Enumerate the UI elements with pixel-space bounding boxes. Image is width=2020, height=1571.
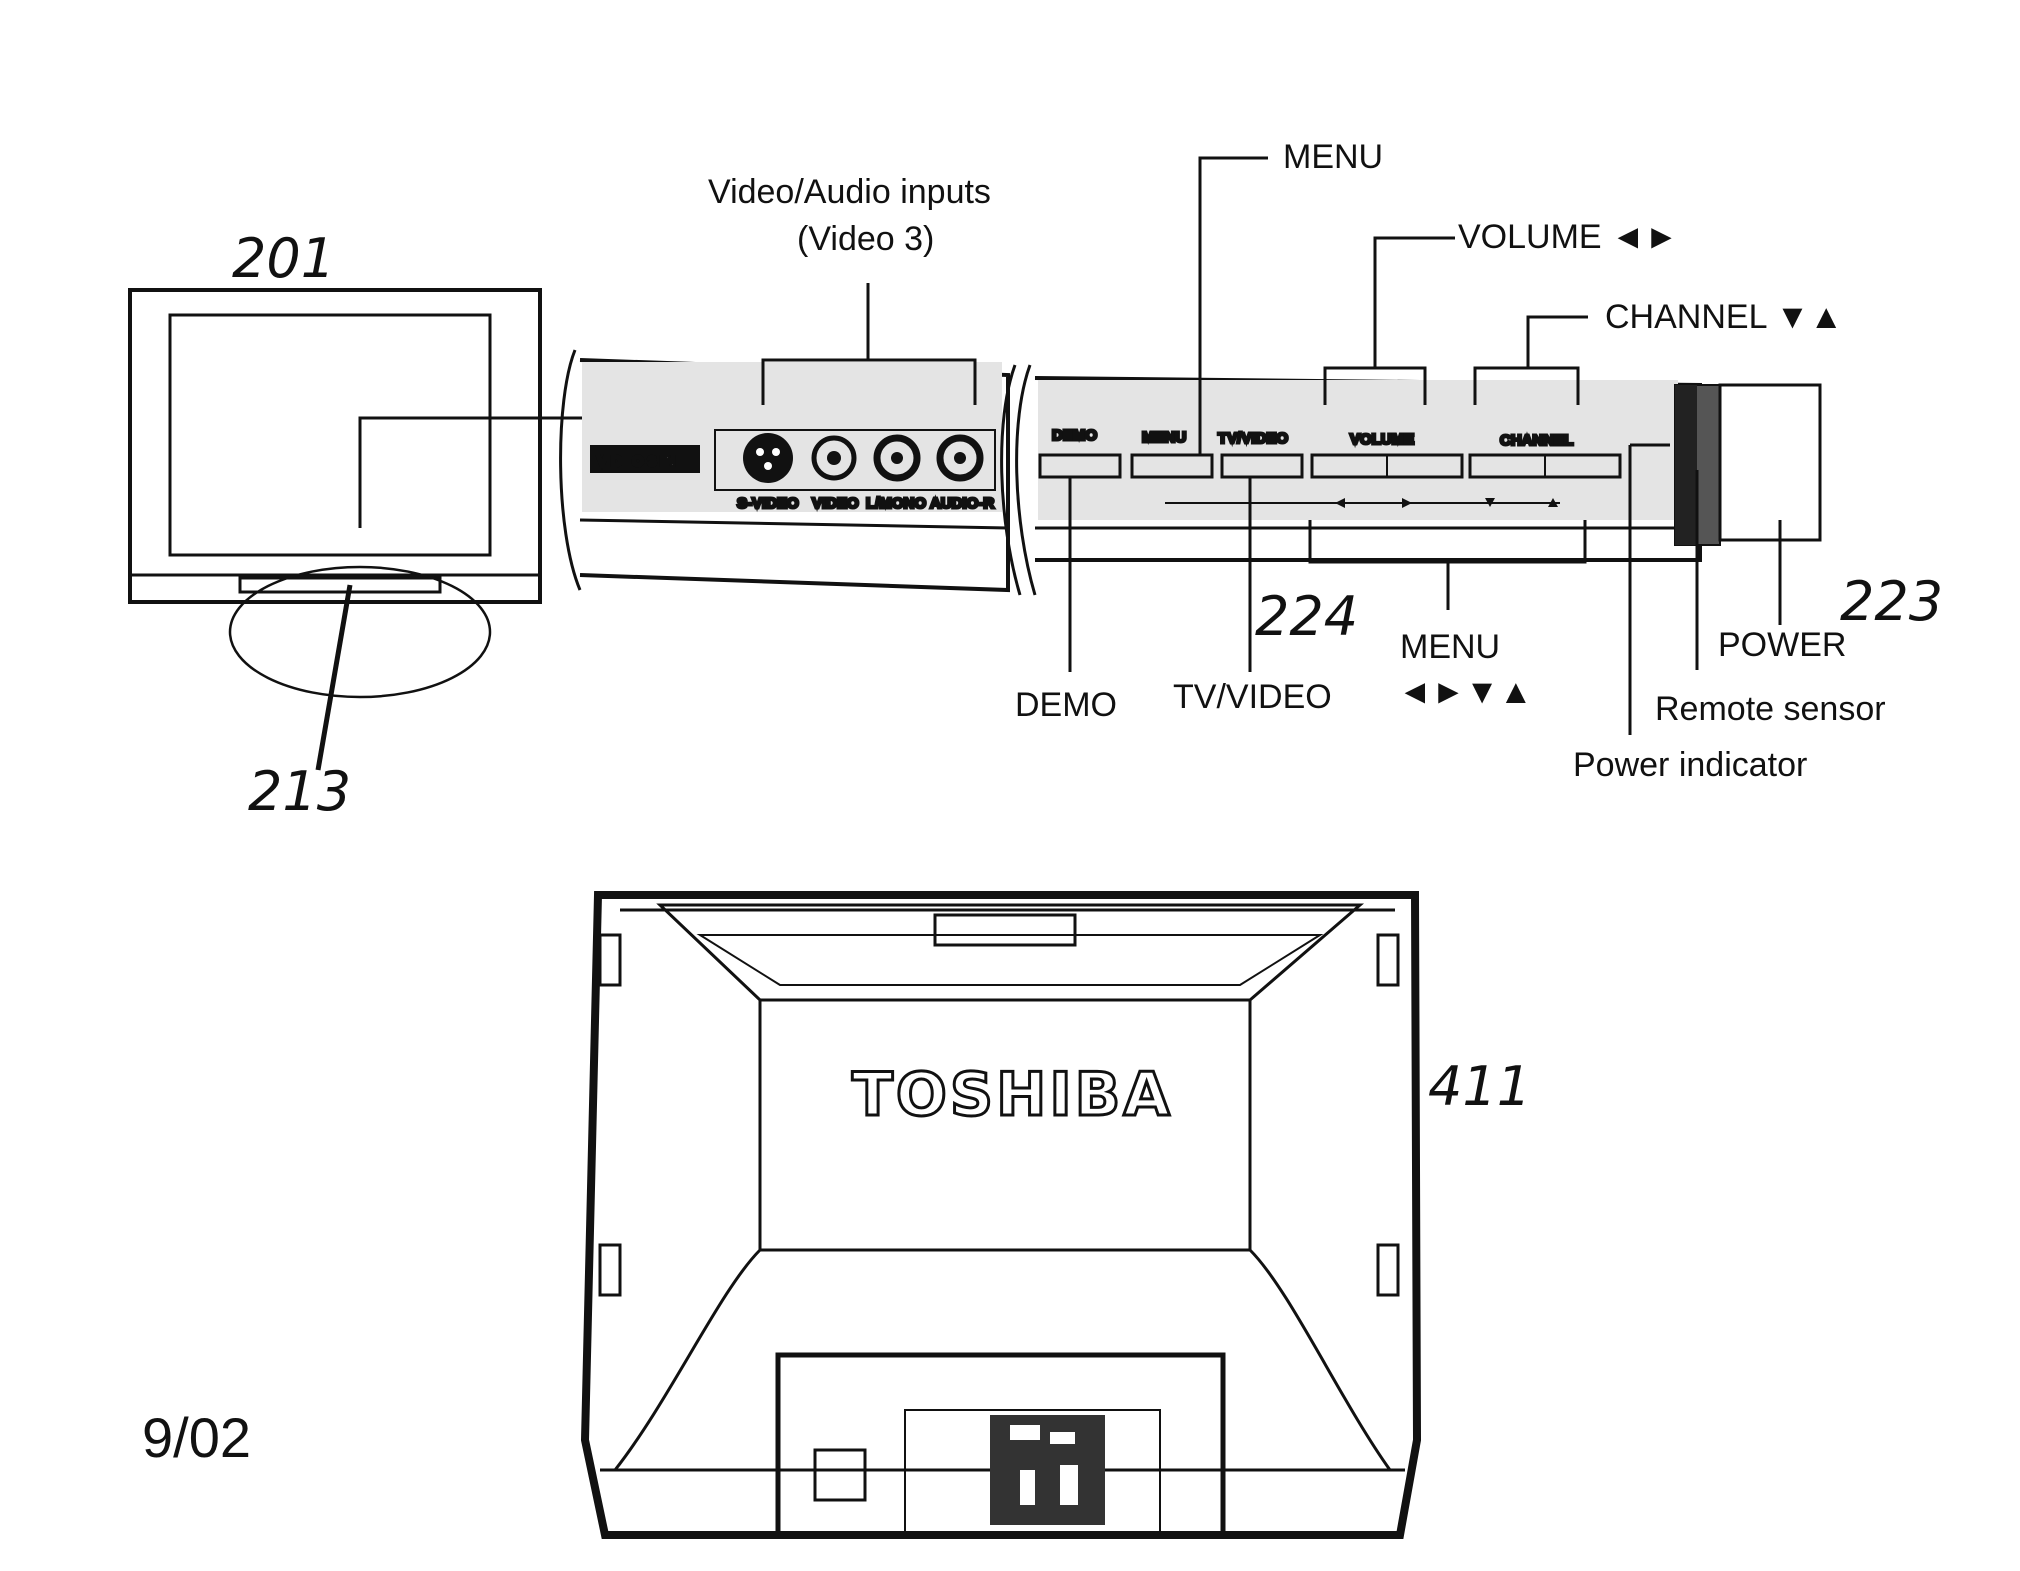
leaders <box>761 156 1782 735</box>
leader-panel <box>358 416 595 528</box>
ref-223: 223 <box>1840 570 1944 633</box>
menu-arrows-label: ◄►▼▲ <box>1398 673 1533 711</box>
demo-panel-text: DEMO <box>1052 427 1097 444</box>
volume-label: VOLUME ◄► <box>1458 218 1679 256</box>
figure-date: 9/02 <box>142 1406 251 1469</box>
power-indicator-label: Power indicator <box>1573 746 1808 784</box>
tv-front <box>128 288 595 771</box>
tvvideo-button-drawing <box>1220 453 1304 479</box>
tvvideo-panel-text: TV/VIDEO <box>1218 430 1288 447</box>
channel-label: CHANNEL ▼▲ <box>1605 298 1843 336</box>
lmono-jack <box>873 434 921 482</box>
lmono-text: L/MONO <box>866 495 926 512</box>
demo-button-drawing <box>1038 453 1122 479</box>
video3-label: (Video 3) <box>797 220 935 258</box>
menu-top-label: MENU <box>1283 138 1384 176</box>
audio-r-jack <box>936 434 984 482</box>
tv-back <box>580 891 1422 1539</box>
video-audio-inputs-label: Video/Audio inputs <box>708 173 991 211</box>
svideo-text: S-VIDEO <box>737 495 799 512</box>
channel-panel-text: CHANNEL <box>1500 432 1573 449</box>
toshiba-logo: TOSHIBA <box>851 1060 1173 1130</box>
video-text: VIDEO <box>812 495 859 512</box>
video3in-text: VIDEO 3 IN <box>597 453 675 470</box>
ref-411: 411 <box>1428 1055 1532 1118</box>
ref-201: 201 <box>232 227 336 290</box>
tv-video-label: TV/VIDEO <box>1173 678 1332 716</box>
front-panel <box>559 349 1822 596</box>
volume-panel-text: VOLUME <box>1350 431 1414 448</box>
leader-213 <box>315 584 353 771</box>
detail-circle <box>228 565 492 699</box>
menu-bottom-label: MENU <box>1400 628 1501 666</box>
svideo-jack <box>743 433 793 483</box>
menu-panel-text: MENU <box>1142 429 1186 446</box>
video-jack <box>811 435 857 481</box>
menu-button-drawing <box>1130 453 1214 479</box>
remote-sensor-label: Remote sensor <box>1655 690 1886 728</box>
ref-213: 213 <box>248 760 352 823</box>
ref-224: 224 <box>1255 585 1359 648</box>
demo-label: DEMO <box>1015 686 1117 724</box>
audio-r-text: AUDIO-R <box>930 495 994 512</box>
power-label: POWER <box>1718 626 1847 664</box>
